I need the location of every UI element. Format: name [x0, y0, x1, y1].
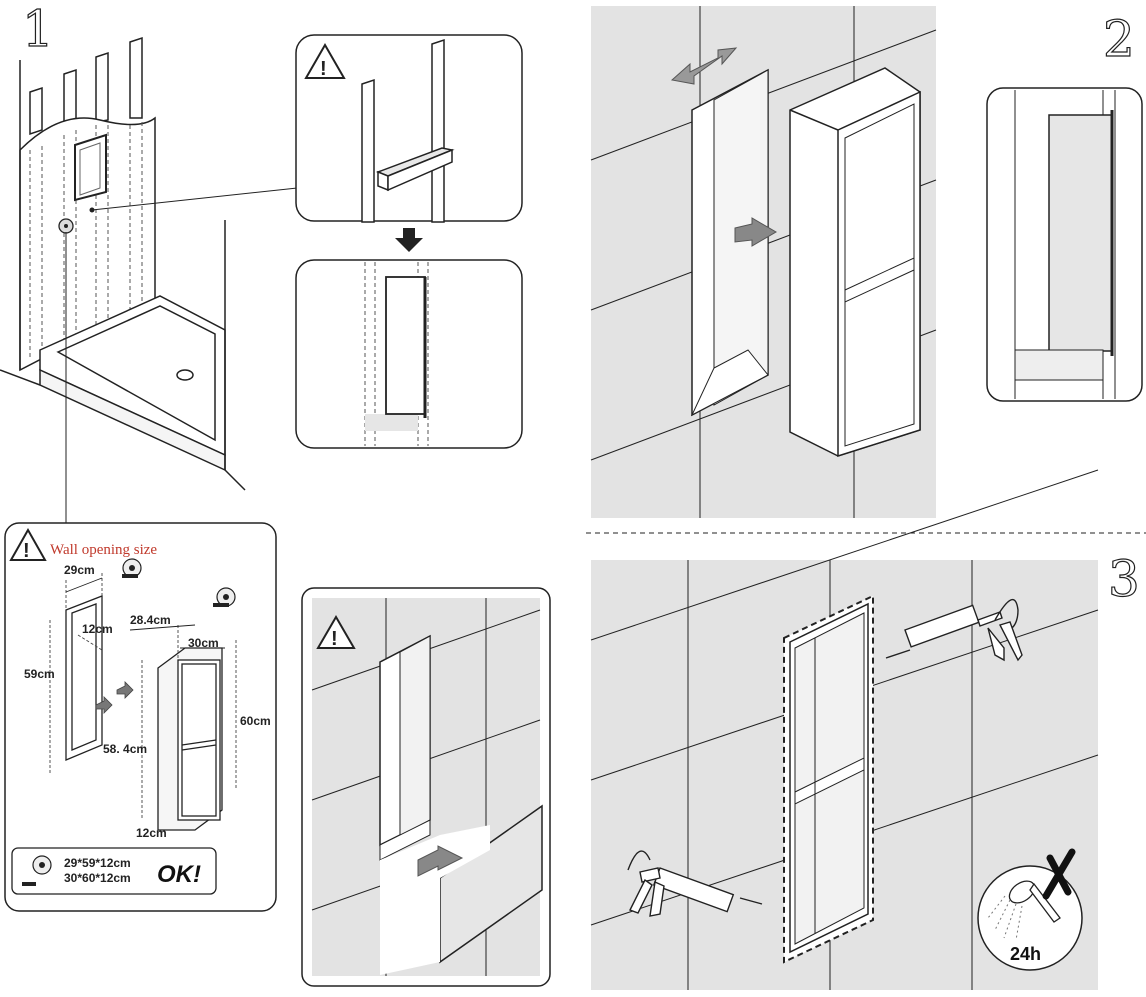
dim-niche-outer-width: 30cm — [188, 636, 219, 650]
warning-icon: ! — [304, 42, 346, 80]
warning-icon: ! — [9, 527, 47, 562]
wall-opening-size-label: Wall opening size — [50, 542, 157, 558]
dim-opening-height: 59cm — [24, 667, 55, 681]
arrow-icon — [734, 217, 777, 247]
dim-niche-inner-height: 58. 4cm — [103, 742, 147, 756]
insert-niche-panel: ! — [301, 587, 551, 987]
dim-niche-depth: 12cm — [136, 826, 167, 840]
shower-tray — [39, 295, 226, 472]
ok-label: OK! — [157, 861, 201, 888]
detail-niche-in-studs — [295, 259, 523, 449]
step1-panel: 1 — [0, 0, 373, 540]
shower-head-icon — [1008, 880, 1061, 923]
cure-time-label: 24h — [1010, 944, 1041, 964]
svg-text:!: ! — [331, 628, 338, 650]
step-number-2: 2 — [1103, 10, 1135, 68]
cure-time-badge: 24h — [977, 848, 1083, 971]
dim-opening-width: 29cm — [64, 563, 95, 577]
svg-text:!: ! — [320, 58, 327, 80]
arrow-icon — [417, 845, 464, 877]
svg-text:!: ! — [23, 540, 30, 562]
tape-measure-icon — [22, 855, 52, 886]
cross-icon — [1042, 848, 1076, 900]
summary-niche-size: 30*60*12cm — [64, 871, 131, 885]
dim-niche-width: 28.4cm — [130, 613, 171, 627]
double-arrow-icon — [670, 47, 738, 85]
step-number-3: 3 — [1108, 550, 1140, 608]
summary-opening-size: 29*59*12cm — [64, 856, 131, 870]
arrow-icon — [95, 681, 134, 714]
step3-panel: 3 — [590, 469, 1140, 990]
step2-panel: 2 — [590, 6, 1143, 518]
wall-studs — [29, 36, 143, 136]
wall-opening-size-panel: ! Wall opening size 29cm 12cm 59cm — [4, 522, 277, 912]
detail-stud-block: ! — [295, 34, 523, 252]
step-number-1: 1 — [22, 0, 54, 58]
caulk-gun-icon — [627, 850, 763, 917]
caulk-gun-icon — [885, 598, 1023, 662]
wall-board — [19, 116, 156, 372]
tape-measure-icon — [58, 218, 74, 234]
wall-opening — [74, 133, 107, 202]
arrow-icon — [395, 228, 423, 252]
dim-opening-depth: 12cm — [82, 622, 113, 636]
tape-measure-icon — [122, 558, 142, 578]
warning-icon: ! — [316, 615, 356, 650]
tape-measure-icon — [213, 587, 236, 607]
dim-niche-outer-height: 60cm — [240, 714, 271, 728]
